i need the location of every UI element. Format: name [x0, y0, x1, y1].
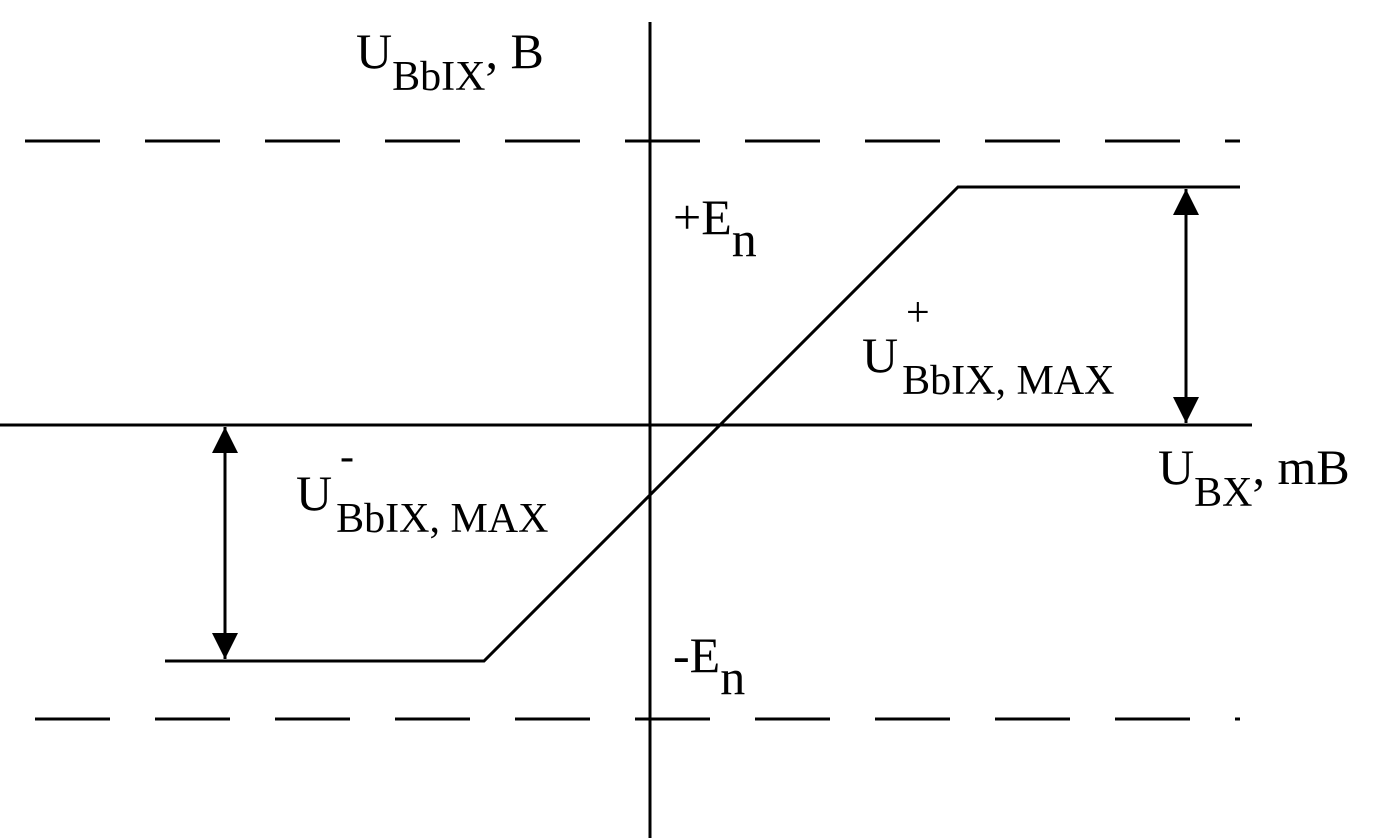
x-axis-label: UBX, mB	[1158, 439, 1350, 516]
negative-supply-label: -En	[673, 627, 746, 705]
positive-supply-label: +En	[673, 189, 757, 267]
negative-max-output-label: U - BbIX, MAX	[296, 434, 549, 542]
positive-max-output-label: U + BbIX, MAX	[862, 290, 1115, 404]
transfer-curve	[165, 185, 1240, 663]
y-axis-label: UBbIX, B	[356, 23, 544, 100]
